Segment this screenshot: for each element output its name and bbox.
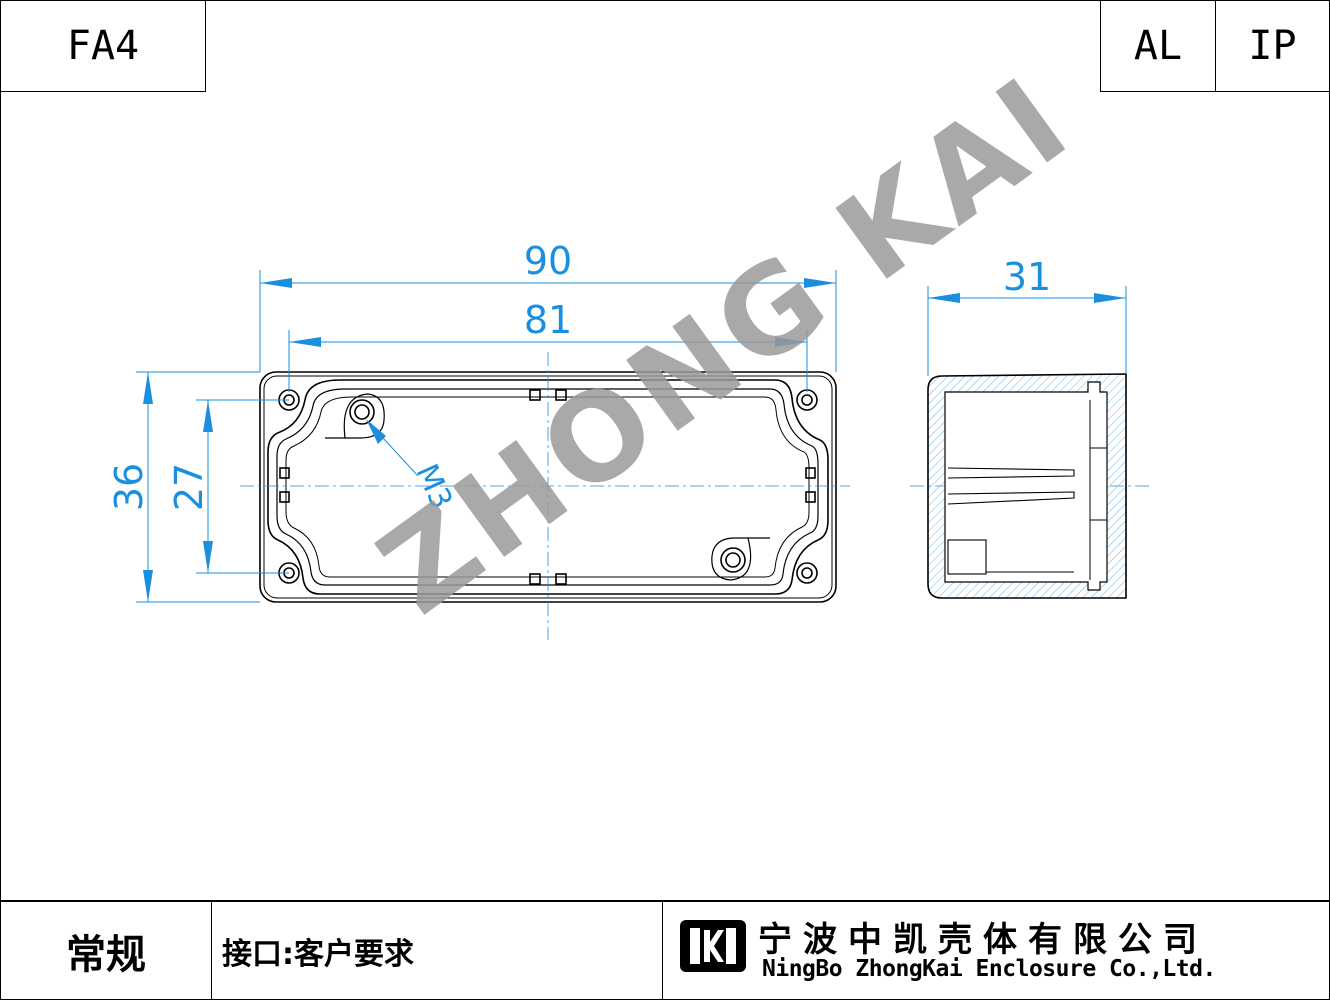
company-name-cn: 宁波中凯壳体有限公司 bbox=[758, 920, 1208, 960]
interface-note: 接口:客户要求 bbox=[222, 937, 414, 972]
model-number: FA4 bbox=[0, 0, 206, 92]
footer-separator-2 bbox=[662, 900, 663, 1000]
company-name-en: NingBo ZhongKai Enclosure Co.,Ltd. bbox=[762, 956, 1216, 982]
protection-code: IP bbox=[1215, 0, 1330, 92]
standard-label: 常规 bbox=[66, 932, 146, 978]
footer-separator-1 bbox=[211, 900, 212, 1000]
material-code: AL bbox=[1100, 0, 1216, 92]
footer-divider bbox=[0, 900, 1330, 902]
